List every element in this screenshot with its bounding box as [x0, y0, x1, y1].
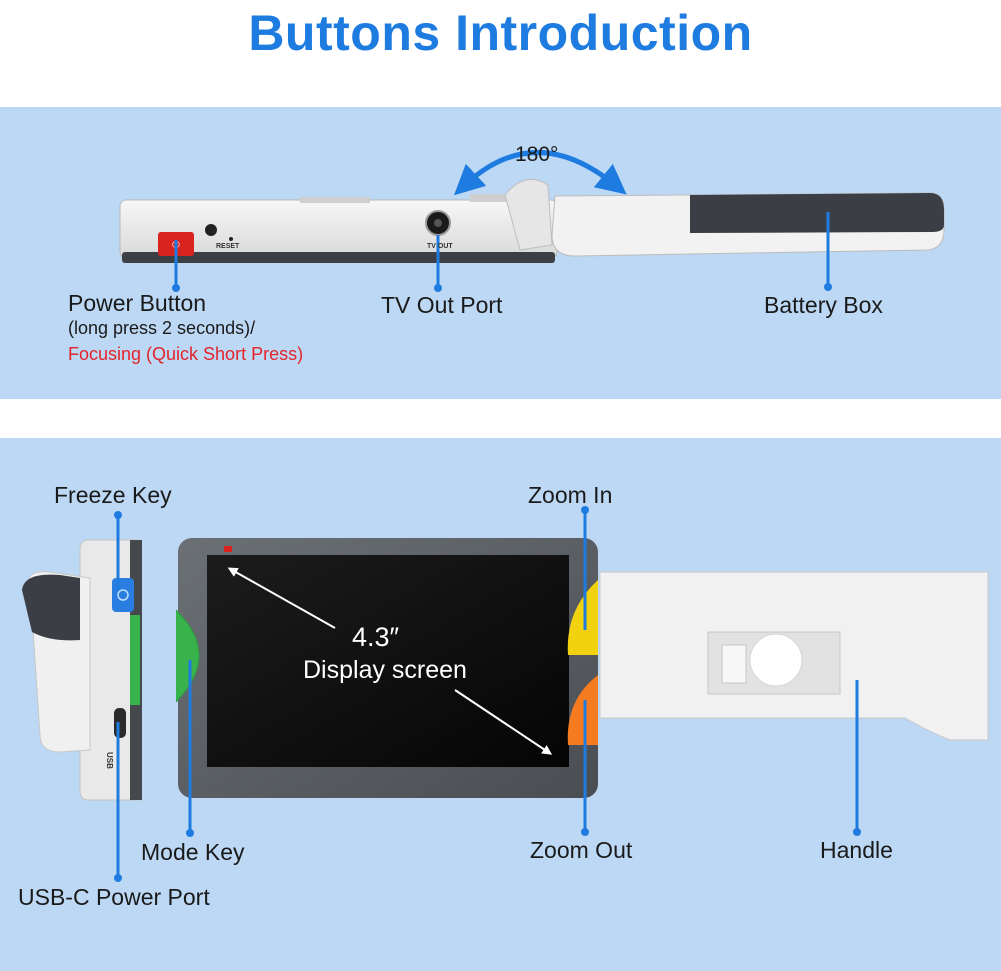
focusing-note: Focusing (Quick Short Press): [68, 344, 304, 364]
rotation-arrow: [454, 150, 627, 196]
handle-side-view: [551, 192, 945, 257]
power-button-label: Power Button: [68, 290, 207, 316]
battery-box-label: Battery Box: [764, 292, 883, 318]
reset-hole-icon: [205, 224, 217, 236]
usb-c-power-port-label: USB-C Power Port: [18, 884, 210, 910]
zoom-out-illustration: [567, 675, 598, 745]
reset-dot-icon: [229, 237, 233, 241]
tv-out-port-label: TV Out Port: [381, 292, 503, 318]
usb-c-port-icon: [114, 708, 126, 738]
freeze-key-label: Freeze Key: [54, 482, 172, 508]
handle-front-view: [599, 571, 989, 741]
zoom-in-illustration: [567, 580, 598, 655]
zoom-in-label: Zoom In: [528, 482, 613, 508]
power-button-note: (long press 2 seconds)/: [68, 318, 256, 338]
page-title: Buttons Introduction: [248, 5, 753, 61]
mode-key-label: Mode Key: [141, 839, 245, 865]
screen-size-label: 4.3″: [352, 622, 400, 652]
zoom-out-label: Zoom Out: [530, 837, 633, 863]
tv-out-device-label: TV OUT: [427, 243, 453, 250]
reset-label: RESET: [216, 243, 240, 250]
device-front-view: [175, 538, 598, 798]
freeze-key-illustration: [112, 578, 134, 612]
rotation-label: 180°: [515, 143, 559, 166]
usb-label: USB: [105, 752, 114, 769]
device-edge-view: [22, 539, 142, 801]
handle-label: Handle: [820, 837, 893, 863]
screen-caption: Display screen: [303, 656, 467, 684]
